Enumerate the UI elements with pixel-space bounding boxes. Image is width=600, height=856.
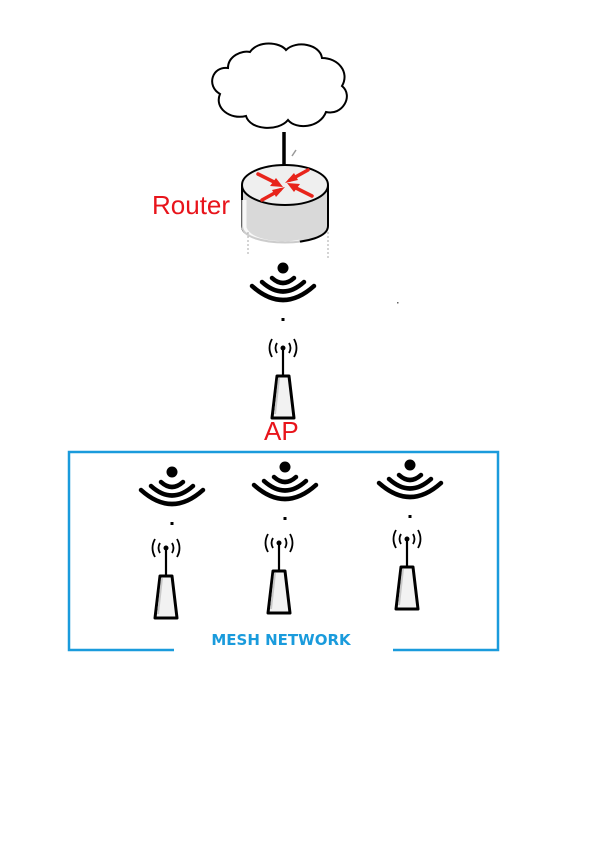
mesh-network-box bbox=[67, 450, 500, 652]
cloud-icon bbox=[211, 42, 348, 129]
mesh-network-label: MESH NETWORK bbox=[211, 631, 352, 649]
wifi-signal-icon bbox=[379, 460, 441, 519]
ap-label: AP bbox=[264, 416, 299, 446]
access-point-icon bbox=[264, 532, 294, 615]
access-point-icon bbox=[392, 528, 422, 611]
wifi-signal-icon bbox=[141, 467, 203, 526]
router-icon bbox=[241, 164, 329, 258]
mesh-node-2 bbox=[254, 462, 316, 615]
router-label: Router bbox=[152, 190, 230, 220]
mesh-node-1 bbox=[141, 467, 203, 620]
mesh-node-3 bbox=[379, 460, 441, 611]
access-point-icon bbox=[151, 537, 181, 620]
uplink-line bbox=[282, 132, 297, 168]
wifi-signal-icon bbox=[254, 462, 316, 521]
access-point-icon bbox=[268, 337, 298, 420]
wifi-signal-icon bbox=[252, 263, 314, 322]
